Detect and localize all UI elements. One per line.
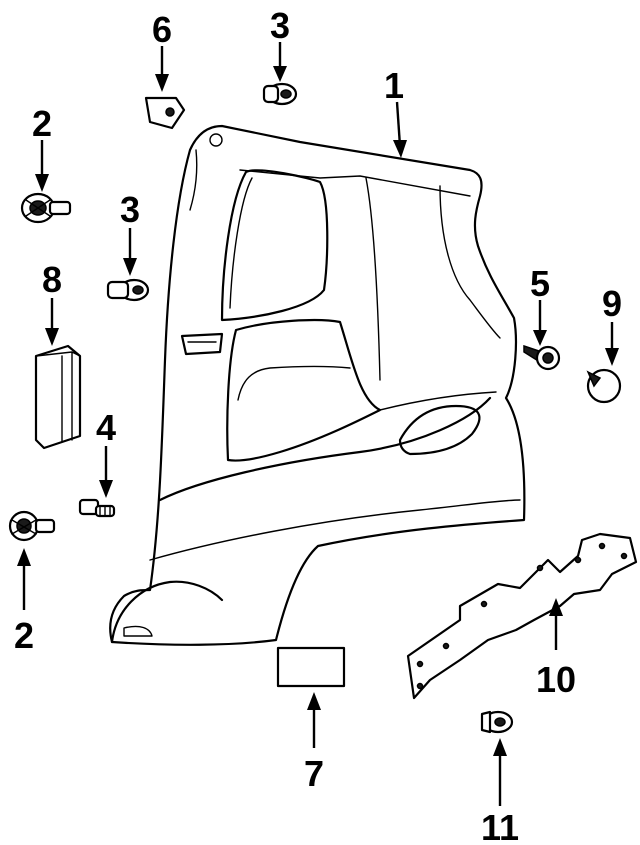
- bolt-5: [523, 344, 561, 371]
- ring-9: [586, 368, 622, 404]
- callout-7: 7: [304, 753, 324, 794]
- clip-2-upper: [20, 192, 72, 224]
- bracket-6: [144, 96, 186, 130]
- block-8: [34, 344, 82, 450]
- quarter-panel: [109, 124, 526, 646]
- callout-11: 11: [481, 807, 519, 845]
- callout-3-top: 3: [270, 5, 290, 46]
- callout-8: 8: [42, 259, 62, 300]
- screw-4: [78, 498, 116, 518]
- callout-5: 5: [530, 263, 550, 304]
- clip-2-lower: [8, 510, 56, 542]
- callout-9: 9: [602, 283, 622, 324]
- grommet-3-mid: [106, 278, 150, 302]
- leader-arrows: [17, 42, 619, 806]
- callout-2-lower: 2: [14, 615, 34, 656]
- plate-10: [406, 532, 638, 700]
- callout-6: 6: [152, 9, 172, 50]
- callout-3-mid: 3: [120, 189, 140, 230]
- pad-7: [276, 646, 346, 688]
- callout-labels: 1 2 2 3 3 4 5 6 7 8 9 10 11: [14, 5, 622, 845]
- grommet-3-top: [262, 82, 298, 106]
- callout-1: 1: [384, 65, 404, 106]
- callout-10: 10: [536, 659, 576, 700]
- pushclip-11: [480, 710, 514, 734]
- callout-4: 4: [96, 407, 116, 448]
- callout-2-upper: 2: [32, 103, 52, 144]
